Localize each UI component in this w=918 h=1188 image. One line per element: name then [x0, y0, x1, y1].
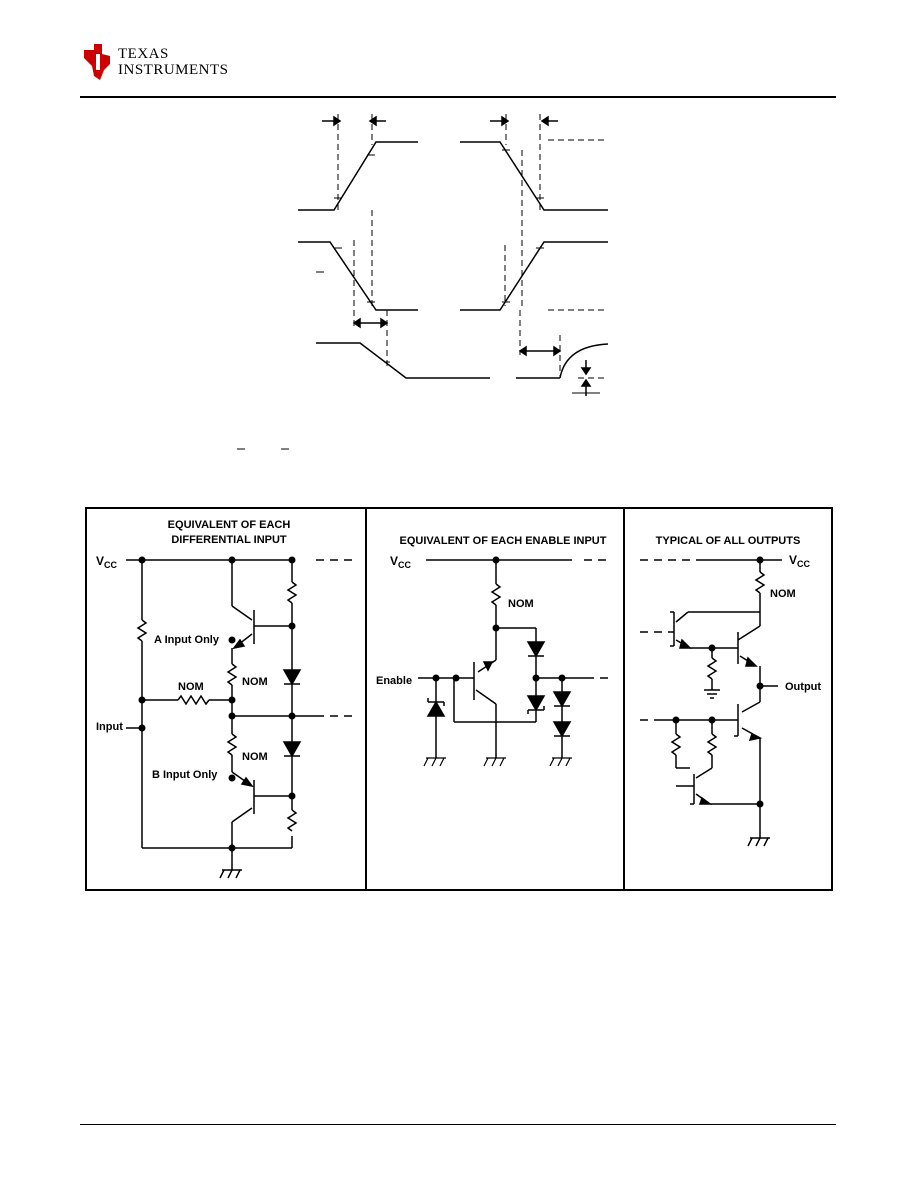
schematic-frame — [85, 507, 833, 891]
diff-nom-lower-label: NOM — [242, 751, 268, 763]
diff-nom-mid-label: NOM — [178, 681, 204, 693]
header-rule — [80, 96, 836, 98]
waveform-rising-2 — [460, 241, 608, 311]
ti-logo-icon — [84, 44, 110, 80]
diff-title-line2: DIFFERENTIAL INPUT — [171, 534, 287, 546]
outputs-nom-label: NOM — [770, 588, 796, 600]
logo-text-line2: Instruments — [118, 62, 229, 78]
waveform-output-curve — [559, 343, 609, 379]
output-nodes — [672, 556, 764, 808]
enable-nodes — [432, 556, 566, 682]
enable-nom-label: NOM — [508, 598, 534, 610]
ti-logo: Texas Instruments — [80, 40, 240, 84]
enable-input-label: Enable — [376, 675, 412, 687]
logo-text-line1: Texas — [118, 46, 169, 62]
timing-arrows-bottom — [352, 317, 600, 396]
differential-nodes — [138, 556, 296, 852]
enable-input-schematic — [418, 559, 614, 767]
diff-b-input-label: B Input Only — [152, 769, 218, 781]
diff-vcc-label: VCC — [96, 554, 118, 570]
outputs-output-label: Output — [785, 681, 821, 693]
waveform-rising — [298, 141, 418, 211]
diff-input-label: Input — [96, 721, 123, 733]
footer-rule — [80, 1124, 836, 1125]
timing-diagram — [237, 114, 609, 450]
timing-arrows-top — [322, 115, 558, 127]
differential-input-schematic — [126, 559, 352, 879]
timing-ticks — [334, 149, 544, 363]
diff-a-input-label: A Input Only — [154, 634, 220, 646]
timing-dashed-verticals — [337, 114, 608, 379]
outputs-title: TYPICAL OF ALL OUTPUTS — [656, 535, 801, 547]
waveform-output-low — [316, 342, 490, 379]
waveform-falling — [298, 241, 418, 311]
diff-title-line1: EQUIVALENT OF EACH — [168, 519, 291, 531]
waveform-falling-2 — [460, 141, 608, 211]
diff-nom-upper-label: NOM — [242, 676, 268, 688]
enable-title: EQUIVALENT OF EACH ENABLE INPUT — [400, 535, 607, 547]
outputs-vcc-label: VCC — [789, 553, 811, 569]
enable-vcc-label: VCC — [390, 554, 412, 570]
